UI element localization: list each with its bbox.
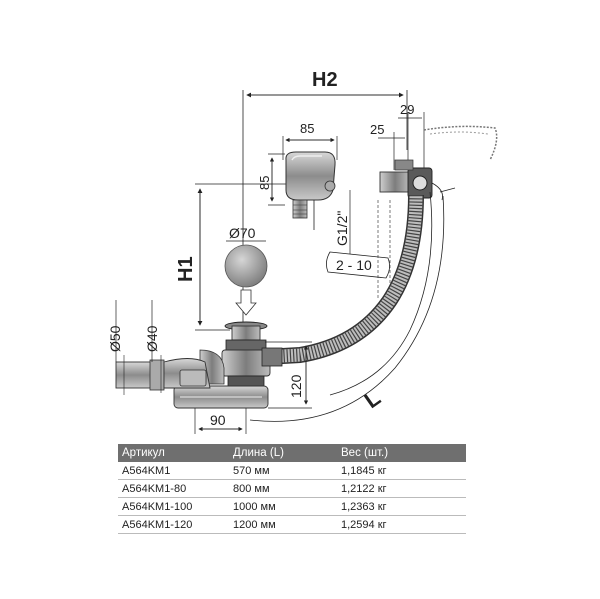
spec-table: Артикул Длина (L) Вес (шт.) A564KM1 570 … — [118, 444, 466, 534]
length-label: L — [360, 385, 385, 413]
waste-body — [173, 321, 283, 409]
side-outlet: Ø50 Ø40 — [107, 300, 211, 395]
h1-label: H1 — [175, 256, 197, 282]
cover-diameter-label: Ø70 — [229, 225, 256, 241]
cell-weight: 1,2594 кг — [337, 515, 466, 534]
cell-article: A564KM1 — [118, 462, 229, 480]
h2-label: H2 — [312, 69, 338, 91]
height-85-label: 85 — [257, 176, 272, 190]
table-row: A564KM1 570 мм 1,1845 кг — [118, 462, 466, 480]
thread-dimension: G1/2" — [334, 190, 351, 255]
cell-article: A564KM1-100 — [118, 497, 229, 516]
dim-25-label: 25 — [370, 122, 384, 137]
table-header-row: Артикул Длина (L) Вес (шт.) — [118, 444, 466, 462]
dim-29-label: 29 — [400, 102, 414, 117]
table-row: A564KM1-100 1000 мм 1,2363 кг — [118, 497, 466, 516]
range-dimension: 2 - 10 — [326, 200, 391, 300]
col-weight-header: Вес (шт.) — [337, 444, 466, 462]
range-label: 2 - 10 — [336, 257, 372, 273]
thread-label: G1/2" — [334, 211, 350, 246]
width-85-label: 85 — [300, 121, 314, 136]
dim-120: 120 — [265, 341, 312, 409]
cell-article: A564KM1-80 — [118, 479, 229, 498]
col-length-header: Длина (L) — [229, 444, 337, 462]
dim-90: 90 — [194, 408, 247, 434]
drain-cover: Ø70 — [224, 225, 268, 316]
dim-90-label: 90 — [210, 412, 226, 428]
h2-dimension: H2 — [242, 69, 408, 330]
cable-dimensions: 29 25 — [370, 102, 498, 170]
table-row: A564KM1-120 1200 мм 1,2594 кг — [118, 515, 466, 534]
down-arrow-icon — [235, 289, 257, 316]
cell-length: 800 мм — [229, 479, 337, 498]
corrugated-hose — [264, 191, 433, 396]
bath-drain-diagram: H2 H1 85 85 G1/2" Ø70 — [107, 69, 498, 434]
cell-article: A564KM1-120 — [118, 515, 229, 534]
table-row: A564KM1-80 800 мм 1,2122 кг — [118, 479, 466, 498]
cell-weight: 1,2122 кг — [337, 479, 466, 498]
outer-diameter-label: Ø50 — [107, 325, 123, 352]
col-article-header: Артикул — [118, 444, 229, 462]
overflow-head: 85 85 — [257, 121, 338, 230]
h1-dimension: H1 — [175, 183, 290, 331]
inner-diameter-label: Ø40 — [144, 325, 160, 352]
cell-length: 570 мм — [229, 462, 337, 480]
overflow-body — [379, 159, 443, 201]
cell-weight: 1,2363 кг — [337, 497, 466, 516]
cell-length: 1200 мм — [229, 515, 337, 534]
cell-weight: 1,1845 кг — [337, 462, 466, 480]
cell-length: 1000 мм — [229, 497, 337, 516]
dim-120-label: 120 — [288, 374, 304, 398]
